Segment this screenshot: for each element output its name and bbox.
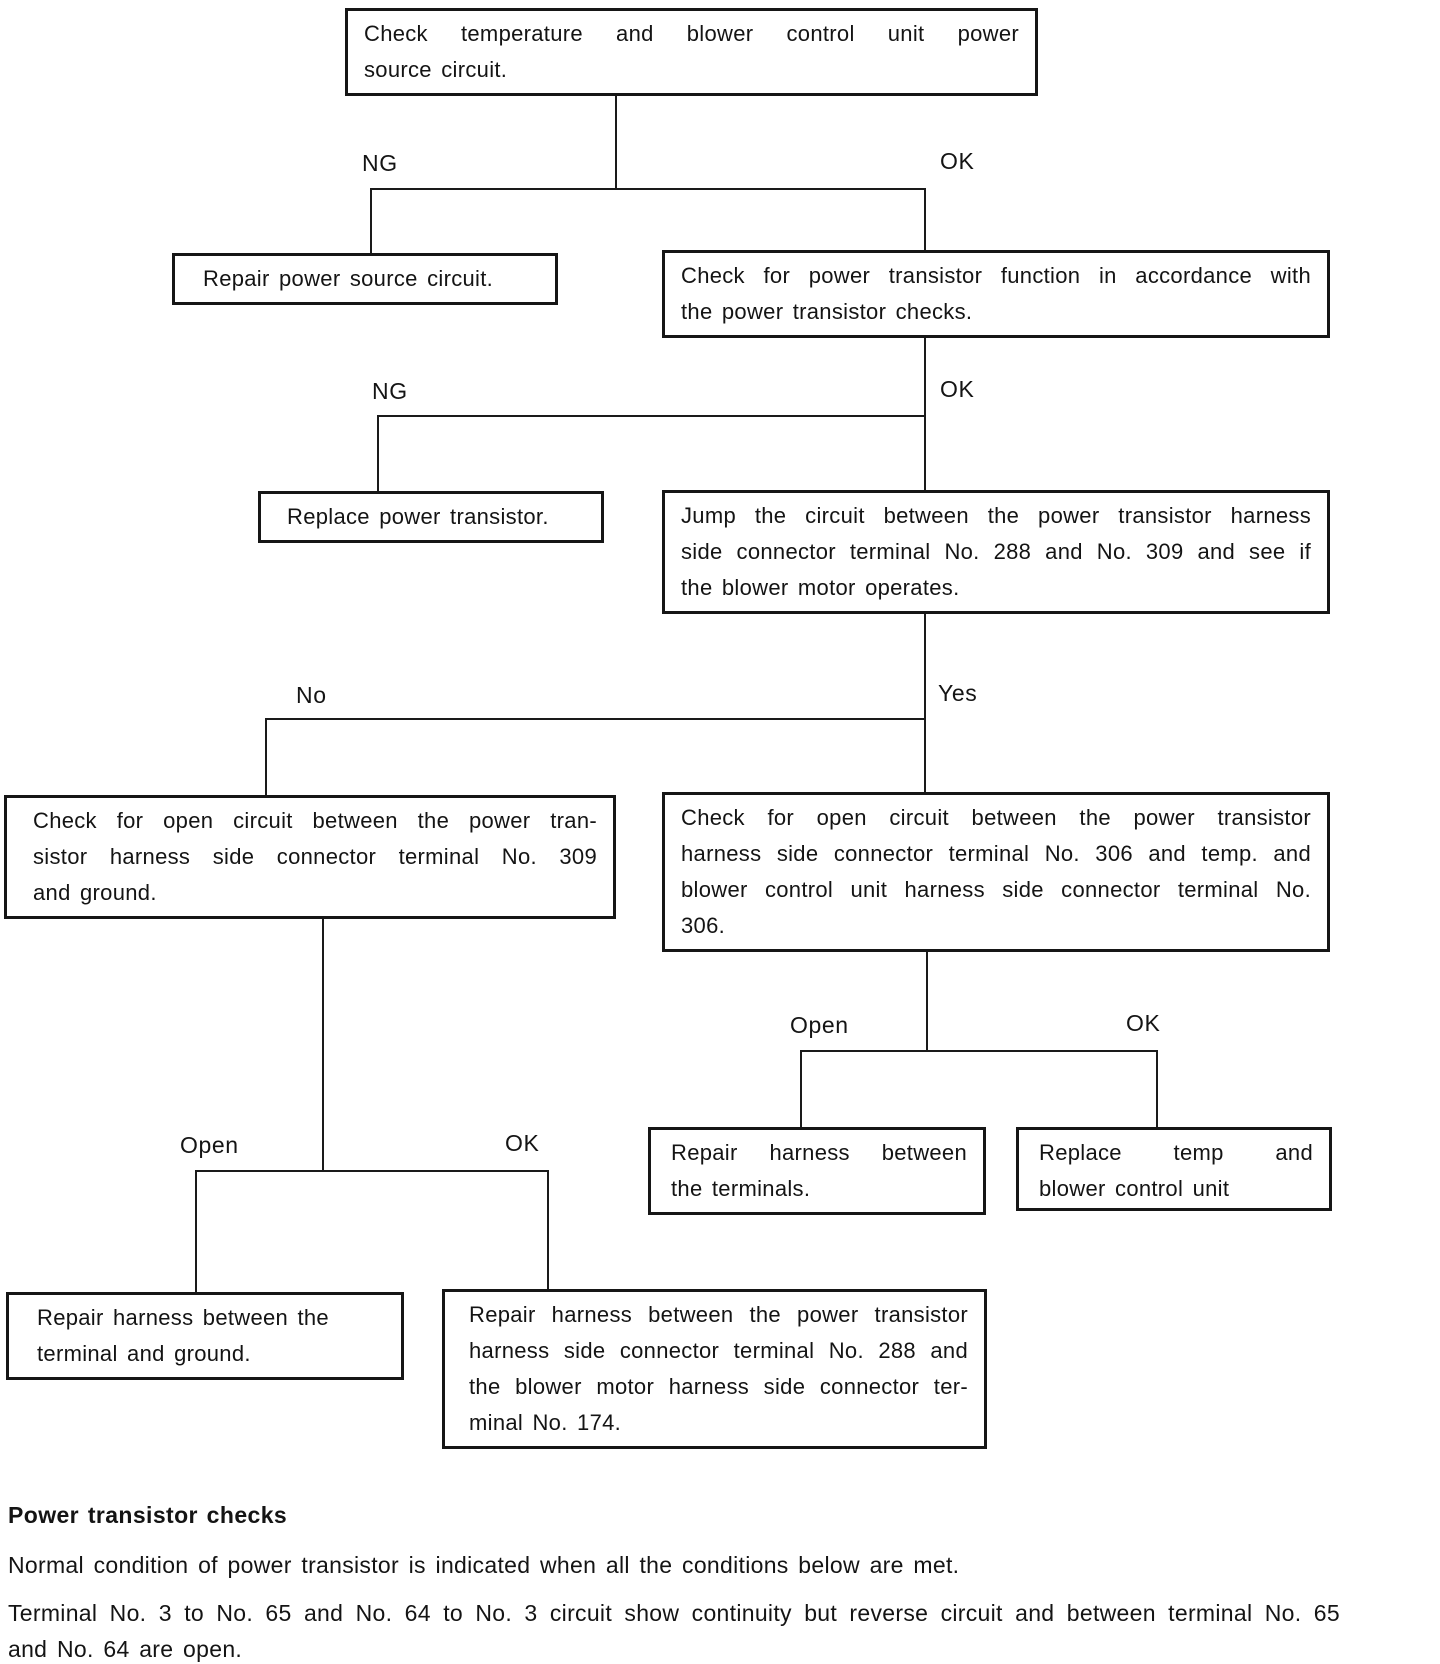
flow-box-text: Jump the circuit between the power trans…: [681, 503, 1311, 528]
branch-label-open: Open: [180, 1132, 239, 1158]
connector-horizontal: [195, 1170, 549, 1172]
flow-box-text: terminal and ground.: [37, 1341, 251, 1366]
branch-label-ok: OK: [940, 148, 975, 174]
flow-box-text: side connector terminal No. 288 and No. …: [681, 539, 1311, 564]
flow-box-text: Check temperature and blower control uni…: [364, 21, 1019, 46]
connector-horizontal: [377, 415, 926, 417]
connector-vertical: [377, 415, 379, 492]
flow-box-text: minal No. 174.: [469, 1410, 622, 1435]
flow-box-text: Repair harness between: [671, 1140, 967, 1165]
connector-vertical: [265, 718, 267, 795]
flow-box-text: Replace power transistor.: [287, 504, 549, 529]
connector-vertical: [322, 919, 324, 1170]
branch-label-ng: NG: [362, 150, 398, 176]
flow-box-check-open-309-ground: Check for open circuit between the power…: [4, 795, 616, 919]
flow-box-text: Replace temp and: [1039, 1140, 1313, 1165]
connector-vertical: [615, 96, 617, 188]
connector-horizontal: [265, 718, 926, 720]
flow-box-text: 306.: [681, 913, 726, 938]
branch-label-yes: Yes: [938, 680, 978, 706]
connector-vertical: [547, 1170, 549, 1289]
connector-vertical: [800, 1050, 802, 1127]
flow-box-text: the power transistor checks.: [681, 299, 973, 324]
footer-intro: Normal condition of power transistor is …: [8, 1552, 960, 1578]
flow-box-text: the blower motor harness side connector …: [469, 1374, 968, 1399]
branch-label-ok: OK: [1126, 1010, 1161, 1036]
flow-box-check-power-transistor: Check for power transistor function in a…: [662, 250, 1330, 338]
flow-box-text: Check for open circuit between the power…: [681, 805, 1311, 830]
flow-box-text: sistor harness side connector terminal N…: [33, 844, 597, 869]
flow-box-replace-temp-blower-unit: Replace temp and blower control unit: [1016, 1127, 1332, 1211]
flow-box-repair-harness-terminal-ground: Repair harness between the terminal and …: [6, 1292, 404, 1380]
connector-vertical: [926, 952, 928, 1050]
flow-box-text: the blower motor operates.: [681, 575, 960, 600]
flow-box-text: blower control unit harness side connect…: [681, 877, 1311, 902]
flow-box-text: Repair harness between the power transis…: [469, 1302, 968, 1327]
branch-label-ok: OK: [940, 376, 975, 402]
connector-horizontal: [800, 1050, 1158, 1052]
branch-label-ok: OK: [505, 1130, 540, 1156]
flow-box-text: harness side connector terminal No. 288 …: [469, 1338, 968, 1363]
flow-box-check-open-306: Check for open circuit between the power…: [662, 792, 1330, 952]
flow-box-text: blower control unit: [1039, 1176, 1230, 1201]
flow-box-text: and ground.: [33, 880, 157, 905]
footer-heading: Power transistor checks: [8, 1502, 288, 1528]
flow-box-text: harness side connector terminal No. 306 …: [681, 841, 1311, 866]
flow-box-text: Repair power source circuit.: [203, 266, 494, 291]
connector-vertical: [924, 338, 926, 415]
flow-box-replace-power-transistor: Replace power transistor.: [258, 491, 604, 543]
flow-box-check-power-source: Check temperature and blower control uni…: [345, 8, 1038, 96]
connector-vertical: [924, 614, 926, 718]
flow-box-jump-circuit: Jump the circuit between the power trans…: [662, 490, 1330, 614]
flow-box-repair-power-source: Repair power source circuit.: [172, 253, 558, 305]
connector-vertical: [370, 188, 372, 253]
connector-horizontal: [370, 188, 926, 190]
branch-label-ng: NG: [372, 378, 408, 404]
flow-box-repair-harness-terminals: Repair harness between the terminals.: [648, 1127, 986, 1215]
flow-box-repair-harness-288-174: Repair harness between the power transis…: [442, 1289, 987, 1449]
footer-condition-line2: and No. 64 are open.: [8, 1636, 243, 1662]
flow-box-text: source circuit.: [364, 57, 508, 82]
flow-box-text: Repair harness between the: [37, 1305, 329, 1330]
flow-box-text: the terminals.: [671, 1176, 811, 1201]
connector-vertical: [195, 1170, 197, 1292]
flow-box-text: Check for open circuit between the power…: [33, 808, 597, 833]
branch-label-no: No: [296, 682, 327, 708]
connector-vertical: [924, 188, 926, 250]
connector-vertical: [1156, 1050, 1158, 1127]
connector-vertical: [924, 718, 926, 792]
flow-box-text: Check for power transistor function in a…: [681, 263, 1311, 288]
connector-vertical: [924, 415, 926, 490]
branch-label-open: Open: [790, 1012, 849, 1038]
footer-condition-line1: Terminal No. 3 to No. 65 and No. 64 to N…: [8, 1600, 1340, 1626]
